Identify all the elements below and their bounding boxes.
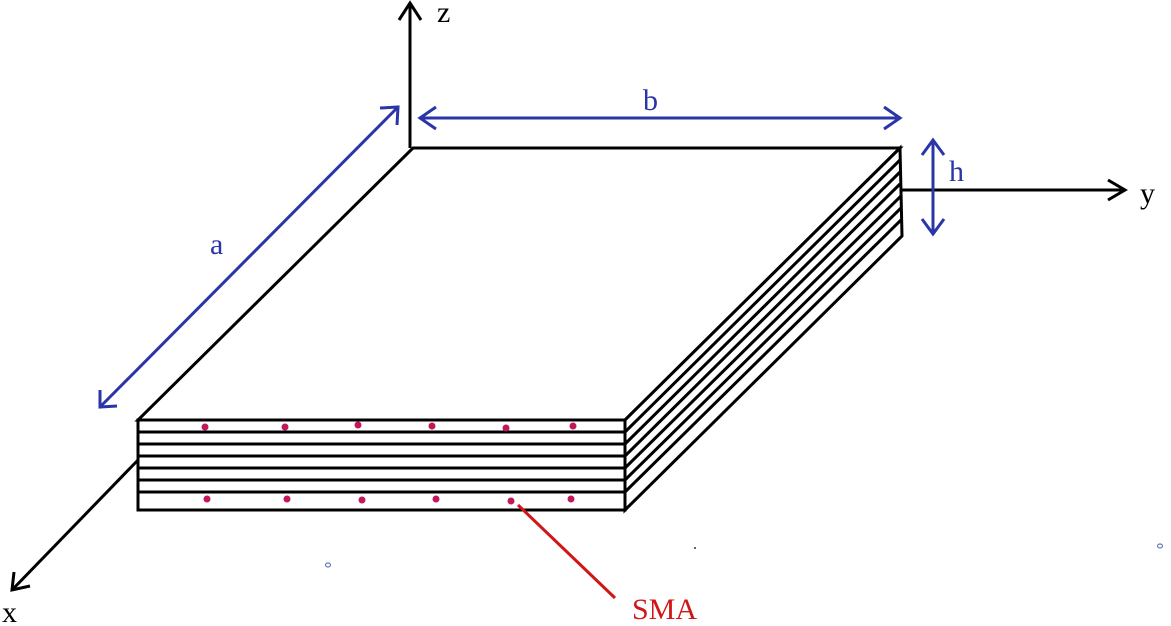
sma-label: SMA [632,593,697,626]
x-axis-label: x [2,596,17,626]
sma-fiber-dot [354,421,362,429]
z-axis [397,0,423,148]
plate-side-face [623,144,904,514]
sma-fiber-dot [569,422,577,430]
sma-fiber-dot [281,423,289,431]
y-axis-label: y [1140,177,1155,210]
dimension-a [98,105,400,409]
stray-marks [324,543,1164,568]
sma-fiber-dot [507,497,515,505]
sma-fiber-dot [283,495,291,503]
z-axis-arrowhead [397,0,423,21]
dimension-b [417,105,903,131]
x-axis [10,458,140,592]
y-axis-arrowhead [1107,178,1128,202]
dimension-h-label: h [949,155,964,188]
sma-fiber-dot [203,495,211,503]
sma-fiber-dot [358,496,366,504]
z-axis-label: z [437,0,450,29]
sma-fiber-dot [567,495,575,503]
plate-front-face [136,418,627,512]
sma-fiber-dot [428,422,436,430]
sma-fiber-dot [502,424,510,432]
sma-fiber-dot [201,423,209,431]
sma-fiber-dot [432,495,440,503]
dimension-b-label: b [643,84,658,117]
x-axis-arrowhead [10,571,31,592]
dimension-a-label: a [210,228,223,261]
y-axis [902,178,1128,202]
dimension-h [920,137,946,237]
x-axis-line [10,458,140,592]
sma-fibers [201,421,577,505]
sma-leader-line [516,503,617,600]
